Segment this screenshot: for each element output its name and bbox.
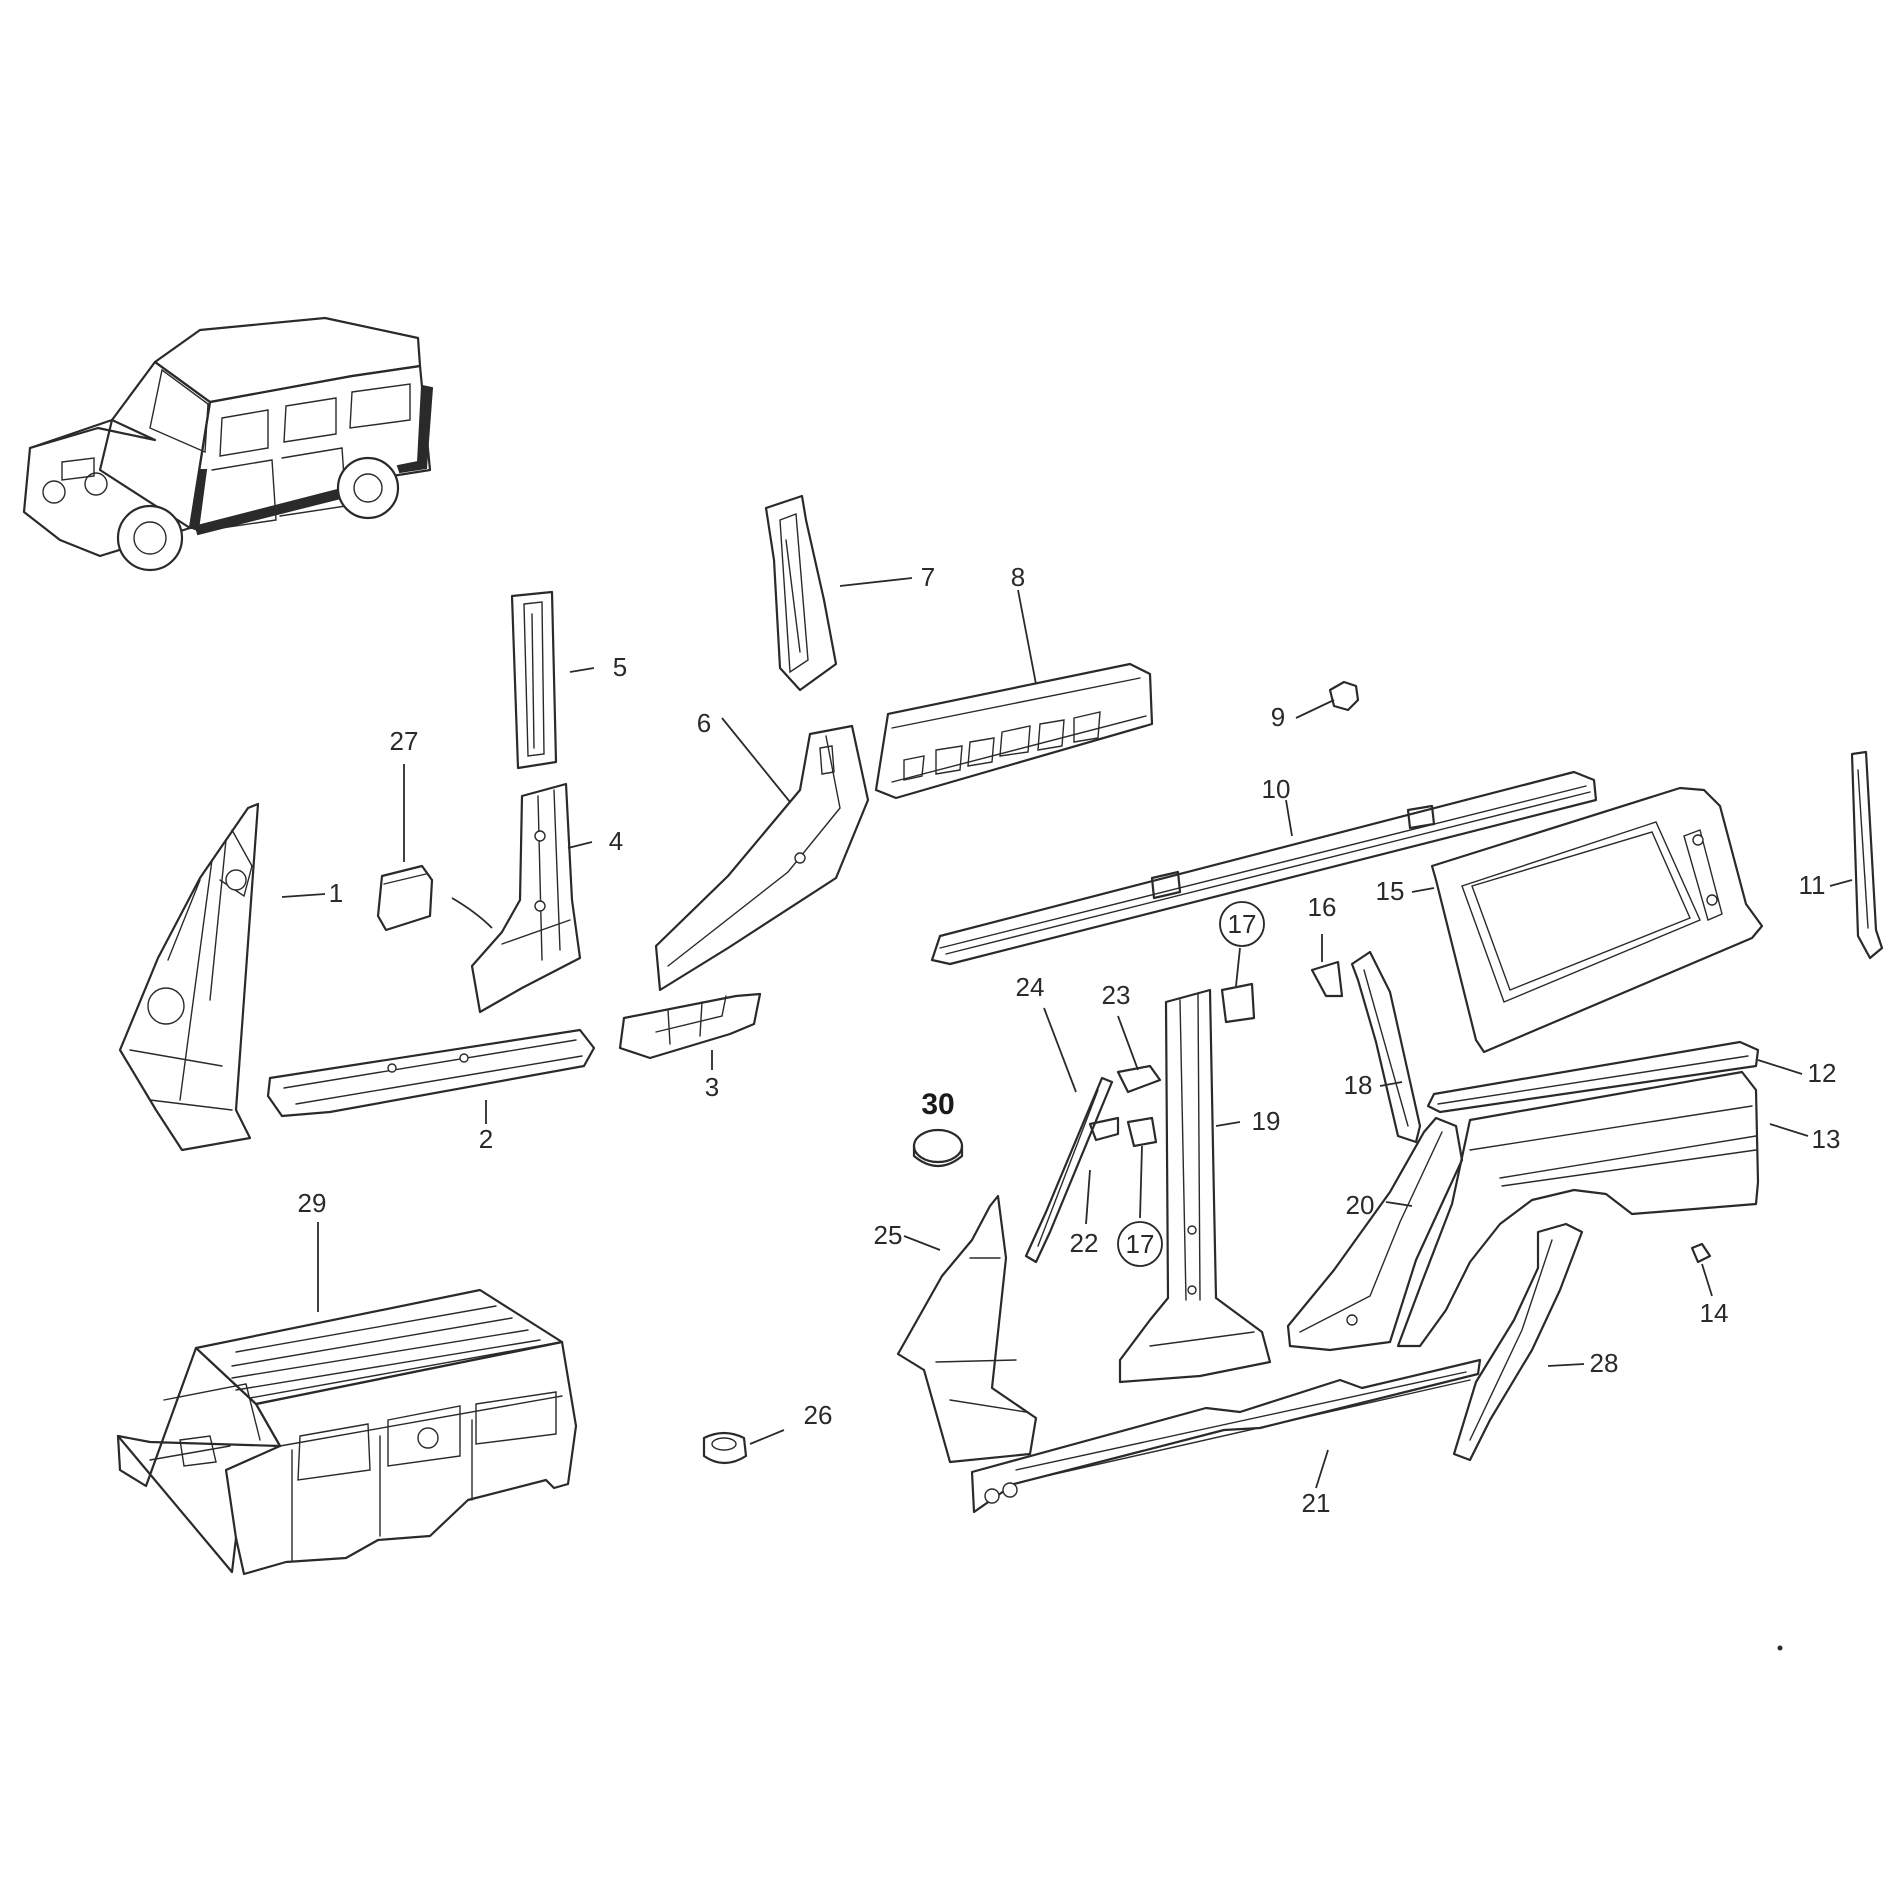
part-24-a-pillar-trim-strip bbox=[1024, 1076, 1114, 1264]
part-11-rear-upright bbox=[1850, 750, 1884, 960]
part-15-rear-side-window-panel bbox=[1430, 786, 1764, 1054]
callout-16: 16 bbox=[1308, 892, 1337, 922]
part-3-bracket bbox=[618, 992, 762, 1060]
callout-17-upper-ring bbox=[1219, 901, 1265, 947]
part-9-grommet bbox=[1328, 680, 1360, 712]
part-7-d-pillar bbox=[764, 494, 838, 692]
part-8-roof-panel-strip bbox=[874, 662, 1154, 800]
part-13-rear-quarter-panel bbox=[1396, 1070, 1760, 1348]
callout-12: 12 bbox=[1808, 1058, 1837, 1088]
callout-7: 7 bbox=[921, 562, 935, 592]
callout-9: 9 bbox=[1271, 702, 1285, 732]
callout-17-lower-ring bbox=[1117, 1221, 1163, 1267]
part-5-pillar-reinforcement bbox=[510, 590, 558, 770]
callout-25: 25 bbox=[874, 1220, 903, 1250]
callout-18: 18 bbox=[1344, 1070, 1373, 1100]
part-29-body-shell bbox=[116, 1288, 578, 1576]
callout-24: 24 bbox=[1016, 972, 1045, 1002]
part-10-roof-rail bbox=[930, 770, 1598, 966]
part-17-gusset-upper bbox=[1220, 982, 1256, 1024]
part-25-front-pillar-panel bbox=[896, 1194, 1038, 1464]
callout-29: 29 bbox=[298, 1188, 327, 1218]
part-17-gusset-lower bbox=[1126, 1116, 1158, 1148]
part-14-clip bbox=[1690, 1242, 1712, 1264]
part-28-wheelhouse-reinforcement bbox=[1452, 1222, 1584, 1462]
callout-30: 30 bbox=[921, 1088, 954, 1121]
callout-4: 4 bbox=[609, 826, 623, 856]
part-1-a-pillar-panel bbox=[118, 802, 260, 1152]
part-12-belt-rail bbox=[1426, 1040, 1760, 1114]
part-19-b-pillar bbox=[1118, 988, 1272, 1384]
callout-6: 6 bbox=[697, 708, 711, 738]
part-2-rocker-sill bbox=[266, 1028, 596, 1118]
part-20-wheel-arch-inner bbox=[1286, 1116, 1464, 1352]
part-16-gusset bbox=[1310, 960, 1344, 998]
callout-17-lower: 17 bbox=[1126, 1229, 1155, 1259]
callout-19: 19 bbox=[1252, 1106, 1281, 1136]
callout-15: 15 bbox=[1376, 876, 1405, 906]
callout-20: 20 bbox=[1346, 1190, 1375, 1220]
callout-8: 8 bbox=[1011, 562, 1025, 592]
part-18-c-pillar-inner bbox=[1350, 950, 1422, 1144]
callout-17-upper: 17 bbox=[1228, 909, 1257, 939]
part-27-cap bbox=[376, 864, 434, 932]
callout-11: 11 bbox=[1799, 870, 1826, 900]
part-6-c-pillar bbox=[654, 724, 870, 992]
part-30-plug bbox=[912, 1128, 964, 1168]
callout-21: 21 bbox=[1302, 1488, 1331, 1518]
part-21-rocker-panel bbox=[970, 1358, 1482, 1514]
callout-14: 14 bbox=[1700, 1298, 1729, 1328]
part-22-corner-bracket bbox=[1088, 1116, 1120, 1142]
callout-27: 27 bbox=[390, 726, 419, 756]
stray-mark-dot bbox=[1777, 1645, 1783, 1651]
callout-5: 5 bbox=[613, 652, 627, 682]
callout-10: 10 bbox=[1262, 774, 1291, 804]
callout-3: 3 bbox=[705, 1072, 719, 1102]
callout-13: 13 bbox=[1812, 1124, 1841, 1154]
callout-23: 23 bbox=[1102, 980, 1131, 1010]
part-23-small-bracket bbox=[1116, 1064, 1162, 1094]
overview-vehicle-illustration bbox=[22, 316, 434, 572]
part-4-b-pillar-inner bbox=[470, 782, 582, 1014]
callout-22: 22 bbox=[1070, 1228, 1099, 1258]
part-26-grommet bbox=[702, 1431, 748, 1465]
callout-2: 2 bbox=[479, 1124, 493, 1154]
callout-28: 28 bbox=[1590, 1348, 1619, 1378]
callout-26: 26 bbox=[804, 1400, 833, 1430]
callout-1: 1 bbox=[329, 878, 343, 908]
